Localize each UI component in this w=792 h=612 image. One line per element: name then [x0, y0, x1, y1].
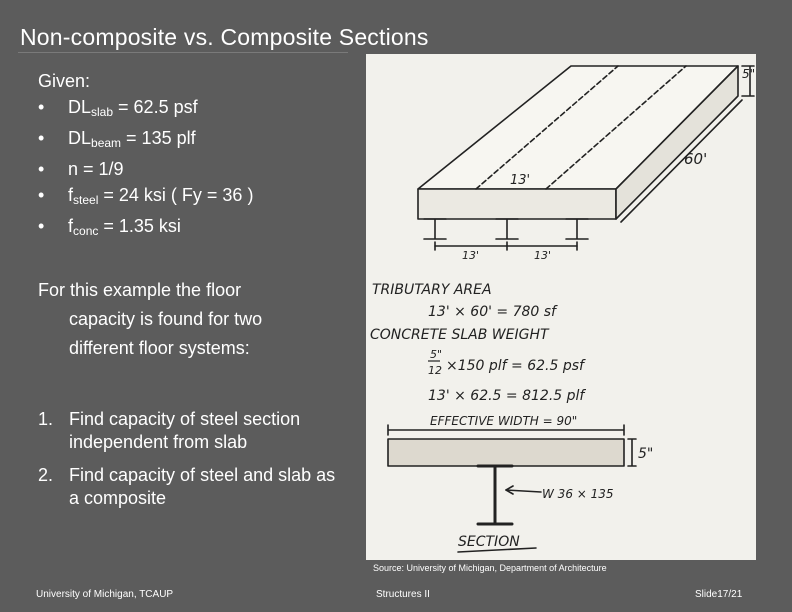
concrete-calc-2: 13' × 62.5 = 812.5 plf	[428, 388, 586, 404]
slab-thickness-label: 5"	[742, 67, 755, 81]
section-thickness-label: 5"	[638, 446, 653, 462]
tributary-calc: 13' × 60' = 780 sf	[428, 304, 558, 320]
title-divider	[18, 52, 348, 53]
composite-floor-sketch: 5" 60' 13' 13' 13' TRIBUTARY AREA 13' × …	[370, 65, 755, 553]
fraction-denominator: 12	[428, 364, 442, 377]
footer-course: Structures II	[376, 589, 430, 600]
source-caption: Source: University of Michigan, Departme…	[373, 563, 607, 573]
concrete-calc-1: ×150 plf = 62.5 psf	[446, 358, 586, 374]
step-item: 2.Find capacity of steel and slab as a c…	[38, 465, 336, 508]
tributary-title: TRIBUTARY AREA	[372, 282, 492, 298]
intro-paragraph: For this example the floor capacity is f…	[38, 280, 263, 358]
given-item: n = 1/9	[38, 156, 253, 182]
footer-institution: University of Michigan, TCAUP	[36, 589, 174, 600]
given-heading: Given:	[38, 71, 91, 91]
given-item: fsteel = 24 ksi ( Fy = 36 )	[38, 182, 253, 213]
slide-title: Non-composite vs. Composite Sections	[20, 24, 429, 50]
beam-size-label: W 36 × 135	[542, 487, 614, 501]
given-item: fconc = 1.35 ksi	[38, 213, 253, 244]
steps-list: 1.Find capacity of steel section indepen…	[38, 408, 338, 520]
fraction-numerator: 5"	[430, 348, 442, 361]
beam-spacing-label: 13'	[462, 249, 479, 262]
given-block: Given: DLslab = 62.5 psf DLbeam = 135 pl…	[38, 68, 253, 244]
step-item: 1.Find capacity of steel section indepen…	[38, 409, 301, 452]
effective-width-label: EFFECTIVE WIDTH = 90"	[430, 414, 577, 428]
slab-width-label: 13'	[510, 173, 530, 188]
concrete-title: CONCRETE SLAB WEIGHT	[370, 327, 550, 343]
section-title: SECTION	[458, 534, 520, 550]
given-item: DLbeam = 135 plf	[38, 125, 253, 156]
footer-slide-number: Slide17/21	[695, 589, 743, 600]
slab-length-label: 60'	[684, 150, 707, 168]
given-item: DLslab = 62.5 psf	[38, 94, 253, 125]
sketch-figure: 5" 60' 13' 13' 13' TRIBUTARY AREA 13' × …	[366, 54, 756, 560]
beam-spacing-label: 13'	[534, 249, 551, 262]
given-list: DLslab = 62.5 psf DLbeam = 135 plf n = 1…	[38, 94, 253, 244]
